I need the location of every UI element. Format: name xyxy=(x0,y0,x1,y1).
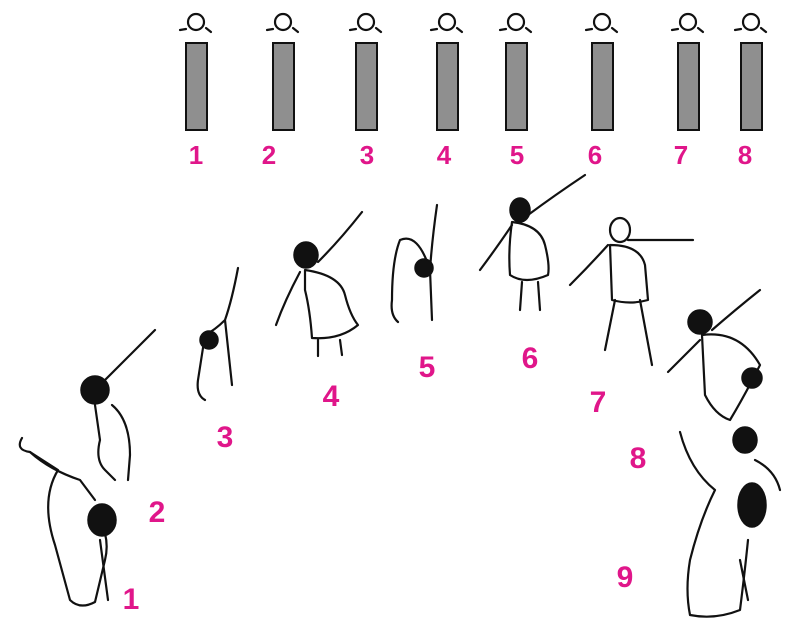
bar-2 xyxy=(273,43,294,130)
top-label-6: 6 xyxy=(588,142,602,168)
top-label-7: 7 xyxy=(674,142,688,168)
right-mark-icon xyxy=(293,28,298,32)
arm-outline xyxy=(570,245,608,285)
right-mark-icon xyxy=(526,28,531,32)
top-label-2: 2 xyxy=(262,142,276,168)
figure-label-3: 3 xyxy=(217,423,234,453)
bar-3 xyxy=(356,43,377,130)
right-mark-icon xyxy=(206,28,211,32)
arm-outline xyxy=(528,175,585,215)
left-mark-icon xyxy=(500,29,506,30)
arm-outline xyxy=(480,225,512,270)
arm-outline xyxy=(318,212,362,262)
head-icon xyxy=(742,368,762,388)
right-mark-icon xyxy=(376,28,381,32)
arm-outline xyxy=(100,330,155,385)
legs-outline xyxy=(520,282,540,310)
figure-label-5: 5 xyxy=(419,353,436,383)
bar-5 xyxy=(506,43,527,130)
marker-2 xyxy=(267,14,298,130)
figure-4 xyxy=(276,212,362,356)
head-icon xyxy=(508,14,524,30)
figure-3 xyxy=(198,268,238,400)
bar-6 xyxy=(592,43,613,130)
left-mark-icon xyxy=(180,29,186,30)
head-icon xyxy=(88,504,116,536)
arm-outline xyxy=(712,290,760,330)
figure-2 xyxy=(81,330,155,480)
arm-outline xyxy=(276,272,300,325)
figure-label-1: 1 xyxy=(123,585,140,615)
head-icon xyxy=(439,14,455,30)
head-icon xyxy=(610,218,630,242)
marker-7 xyxy=(672,14,703,130)
head-icon xyxy=(680,14,696,30)
bar-1 xyxy=(186,43,207,130)
left-mark-icon xyxy=(267,29,273,30)
figure-7 xyxy=(570,218,693,365)
figure-label-7: 7 xyxy=(590,388,607,418)
arm-outline xyxy=(740,460,780,600)
body-outline xyxy=(610,245,648,303)
figure-label-8: 8 xyxy=(630,444,647,474)
head-icon xyxy=(688,310,712,334)
figure-9 xyxy=(680,427,780,617)
top-label-8: 8 xyxy=(738,142,752,168)
legs-outline xyxy=(605,300,652,365)
right-mark-icon xyxy=(612,28,617,32)
body-outline xyxy=(509,222,548,280)
marker-6 xyxy=(586,14,617,130)
figure-label-9: 9 xyxy=(617,563,634,593)
figure-label-4: 4 xyxy=(323,382,340,412)
head-icon xyxy=(743,14,759,30)
bar-7 xyxy=(678,43,699,130)
marker-1 xyxy=(180,14,211,130)
top-label-1: 1 xyxy=(189,142,203,168)
legs-outline xyxy=(318,340,342,356)
head-icon xyxy=(188,14,204,30)
marker-5 xyxy=(500,14,531,130)
figure-label-6: 6 xyxy=(522,344,539,374)
right-mark-icon xyxy=(698,28,703,32)
body-outline xyxy=(680,432,748,617)
top-label-5: 5 xyxy=(510,142,524,168)
left-mark-icon xyxy=(350,29,356,30)
marker-8 xyxy=(735,14,766,130)
figure-5 xyxy=(392,205,437,322)
hair-icon xyxy=(738,483,766,527)
head-icon xyxy=(358,14,374,30)
bar-8 xyxy=(741,43,762,130)
arm-outline xyxy=(30,452,95,500)
right-mark-icon xyxy=(457,28,462,32)
arm-outline xyxy=(668,340,700,372)
bar-4 xyxy=(437,43,458,130)
figure-label-2: 2 xyxy=(149,498,166,528)
head-icon xyxy=(510,198,530,222)
marker-4 xyxy=(431,14,462,130)
figure-8 xyxy=(668,290,762,420)
head-icon xyxy=(294,242,318,268)
left-mark-icon xyxy=(431,29,437,30)
left-mark-icon xyxy=(672,29,678,30)
marker-3 xyxy=(350,14,381,130)
body-outline xyxy=(95,405,130,480)
top-label-3: 3 xyxy=(360,142,374,168)
body-outline xyxy=(305,270,358,338)
left-mark-icon xyxy=(735,29,741,30)
figure-6 xyxy=(480,175,585,310)
right-mark-icon xyxy=(761,28,766,32)
head-icon xyxy=(415,259,433,277)
top-label-4: 4 xyxy=(437,142,451,168)
head-icon xyxy=(594,14,610,30)
head-icon xyxy=(200,331,218,349)
head-icon xyxy=(275,14,291,30)
head-icon xyxy=(733,427,757,453)
left-mark-icon xyxy=(586,29,592,30)
